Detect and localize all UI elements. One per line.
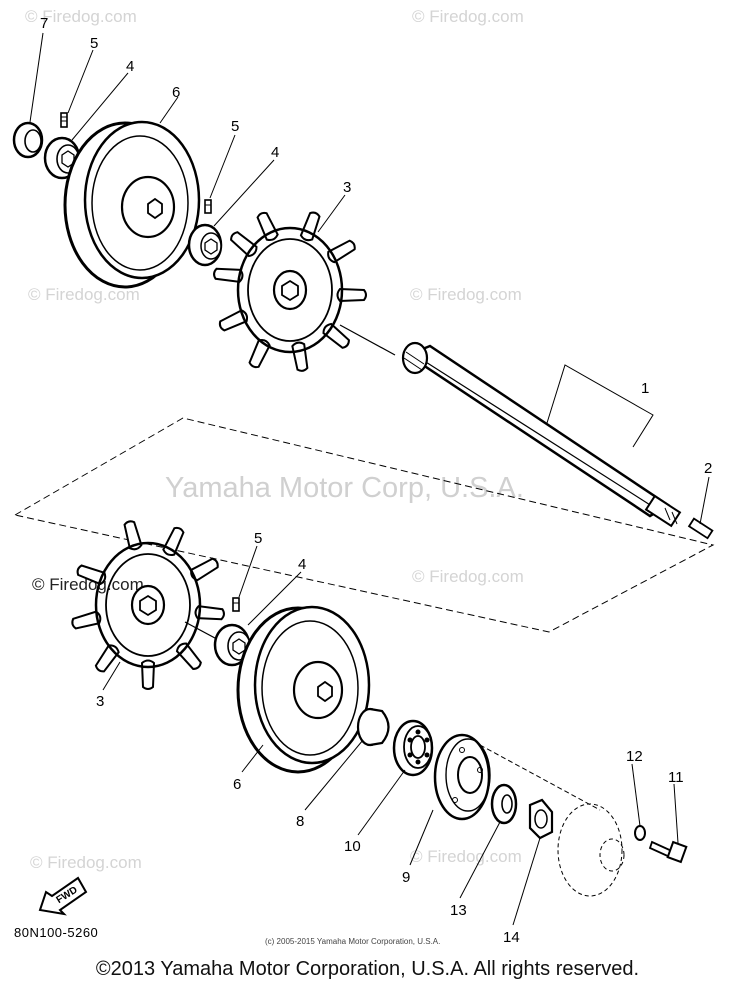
callout-10: 10 [344, 838, 361, 855]
part-7-bearing-cap [12, 121, 44, 159]
callout-3-top: 3 [343, 179, 351, 196]
diagram-part-code: 80N100-5260 [14, 925, 99, 940]
watermark-mid-left: © Firedog.com [28, 285, 140, 304]
part-11-bolt [648, 840, 688, 864]
callout-3-bottom: 3 [96, 693, 104, 710]
small-copyright: (c) 2005-2015 Yamaha Motor Corporation, … [265, 937, 441, 946]
reference-outline [13, 417, 715, 633]
axis-line-bottom-b [479, 744, 601, 811]
leader-lines [29, 32, 710, 926]
part-5-set-screw-mid [204, 199, 212, 214]
part-3-sprocket-top [212, 209, 367, 373]
callout-14: 14 [503, 929, 520, 946]
part-13-washer [490, 783, 518, 825]
callout-5-mid: 5 [231, 118, 239, 135]
callout-12: 12 [626, 748, 643, 765]
part-14-lock-nut [528, 798, 554, 840]
callout-2: 2 [704, 460, 712, 477]
fwd-arrow-icon: FWD [38, 876, 88, 916]
callout-4-mid: 4 [271, 144, 279, 161]
hub-reference-dashed [557, 803, 625, 897]
watermark-left-dark: © Firedog.com [32, 575, 144, 594]
callout-4-top: 4 [126, 58, 134, 75]
part-10-ball-bearing [392, 719, 434, 777]
callout-13: 13 [450, 902, 467, 919]
watermark-mid-right: © Firedog.com [410, 285, 522, 304]
footer-copyright: ©2013 Yamaha Motor Corporation, U.S.A. A… [95, 958, 640, 980]
callout-7: 7 [40, 15, 48, 32]
axis-line-top [339, 324, 396, 356]
watermark-bottom-left: © Firedog.com [30, 853, 142, 872]
callout-5-top: 5 [90, 35, 98, 52]
part-6-idler-wheel-bottom [236, 605, 371, 774]
part-12-small-washer [634, 825, 646, 841]
watermark-lower-right: © Firedog.com [412, 567, 524, 586]
part-6-idler-wheel-top [63, 120, 201, 289]
callout-labels: 7 5 4 6 5 4 3 1 2 5 4 3 6 8 10 9 13 14 1… [40, 15, 712, 946]
watermark-center: Yamaha Motor Corp, U.S.A. [165, 472, 524, 504]
watermark-top-left: © Firedog.com [25, 7, 137, 26]
part-5-set-screw-bottom [232, 597, 240, 612]
part-8-collar [356, 707, 390, 747]
watermark-top-right: © Firedog.com [412, 7, 524, 26]
part-5-set-screw-top [60, 112, 68, 128]
part-2-shaft-pin [687, 517, 714, 540]
watermark-group: © Firedog.com © Firedog.com © Firedog.co… [25, 7, 524, 872]
callout-9: 9 [402, 869, 410, 886]
part-3-sprocket-bottom [69, 518, 226, 690]
callout-6-top: 6 [172, 84, 180, 101]
callout-6-bottom: 6 [233, 776, 241, 793]
callout-5-bottom: 5 [254, 530, 262, 547]
part-1-drive-shaft [401, 341, 682, 528]
part-9-bearing-flange [433, 733, 491, 821]
callout-4-bottom: 4 [298, 556, 306, 573]
watermark-bottom-right: © Firedog.com [410, 847, 522, 866]
callout-8: 8 [296, 813, 304, 830]
callout-1: 1 [641, 380, 649, 397]
part-4-bushing-mid [187, 223, 223, 267]
callout-11: 11 [668, 769, 684, 786]
